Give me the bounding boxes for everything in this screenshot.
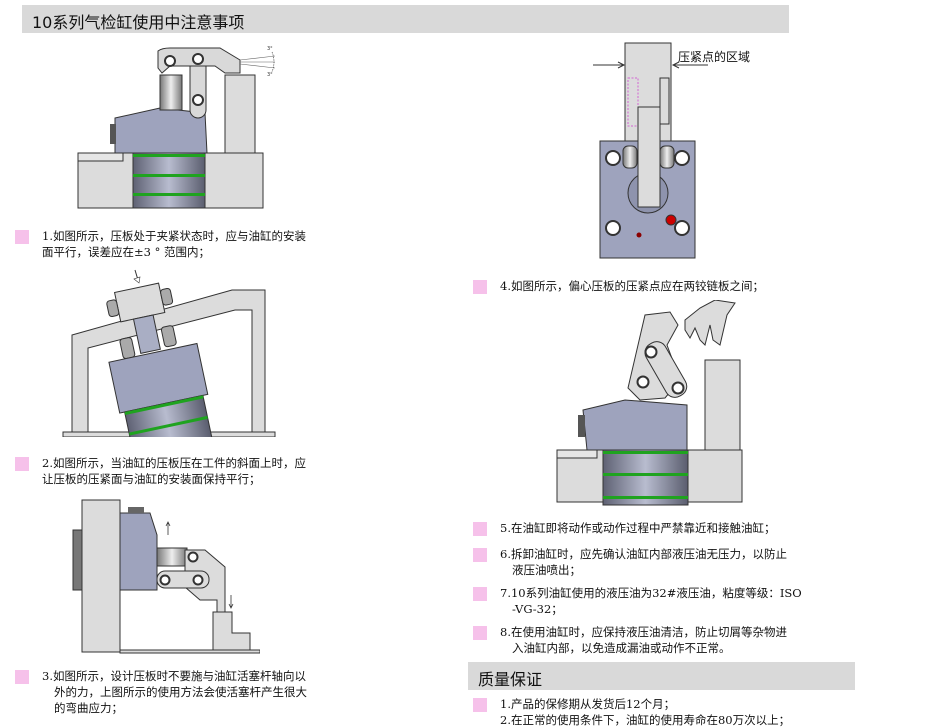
pink-bullet [473, 280, 487, 294]
section-title: 10系列气检缸使用中注意事项 [32, 13, 245, 32]
pink-bullet [15, 670, 29, 684]
quality-line-1: 1.产品的保修期从发货后12个月； [500, 697, 676, 711]
note-6-line-2: 液压油喷出； [512, 563, 581, 577]
figure-3-lateral-force [72, 499, 260, 654]
figure-1-clamp-parallel: 3° 3° [77, 46, 276, 209]
quality-title: 质量保证 [478, 670, 543, 689]
pink-bullet [15, 230, 29, 244]
note-1-line-1: 1.如图所示，压板处于夹紧状态时，应与油缸的安装 [42, 229, 306, 243]
note-8-line-1: 8.在使用油缸时，应保持液压油清洁，防止切屑等杂物进 [500, 625, 787, 639]
note-3-line-1: 3.如图所示，设计压板时不要施与油缸活塞杆轴向以 [42, 669, 306, 683]
note-7-line-1: 7.10系列油缸使用的液压油为32#液压油，粘度等级：ISO [500, 586, 802, 600]
figure-4-clamp-area: 压紧点的区域 [593, 42, 750, 259]
note-5-line-1: 5.在油缸即将动作或动作过程中严禁靠近和接触油缸； [500, 521, 776, 535]
angle-label-bottom: 3° [267, 72, 273, 78]
note-2-line-2: 让压板的压紧面与油缸的安装面保持平行； [42, 472, 261, 486]
note-4-line-1: 4.如图所示，偏心压板的压紧点应在两铰链板之间； [500, 279, 764, 293]
note-3-line-2: 外的力，上图所示的使用方法会使活塞杆产生很大 [54, 685, 307, 699]
pink-bullet [15, 457, 29, 471]
quality-line-2: 2.在正常的使用条件下，油缸的使用寿命在80万次以上； [500, 713, 791, 727]
section-header-precautions: 10系列气检缸使用中注意事项 [22, 5, 789, 33]
figure-5-hand-warning [556, 300, 743, 506]
note-8-line-2: 入油缸内部，以免造成漏油或动作不正常。 [512, 641, 731, 655]
pink-bullet [473, 698, 487, 712]
figure-2-slanted-workpiece [60, 269, 290, 445]
section-header-quality: 质量保证 [468, 662, 855, 690]
pink-bullet [473, 587, 487, 601]
angle-label-top: 3° [267, 46, 273, 52]
pink-bullet [473, 626, 487, 640]
callout-clamp-area: 压紧点的区域 [678, 49, 750, 64]
pink-bullet [473, 522, 487, 536]
note-7-line-2: -VG-32； [512, 602, 563, 616]
pink-bullet [473, 548, 487, 562]
note-6-line-1: 6.拆卸油缸时，应先确认油缸内部液压油无压力，以防止 [500, 547, 787, 561]
note-1-line-2: 面平行，误差应在±3 ° 范围内； [42, 245, 211, 259]
note-3-line-3: 的弯曲应力； [54, 701, 123, 715]
note-2-line-1: 2.如图所示，当油缸的压板压在工件的斜面上时，应 [42, 456, 306, 470]
